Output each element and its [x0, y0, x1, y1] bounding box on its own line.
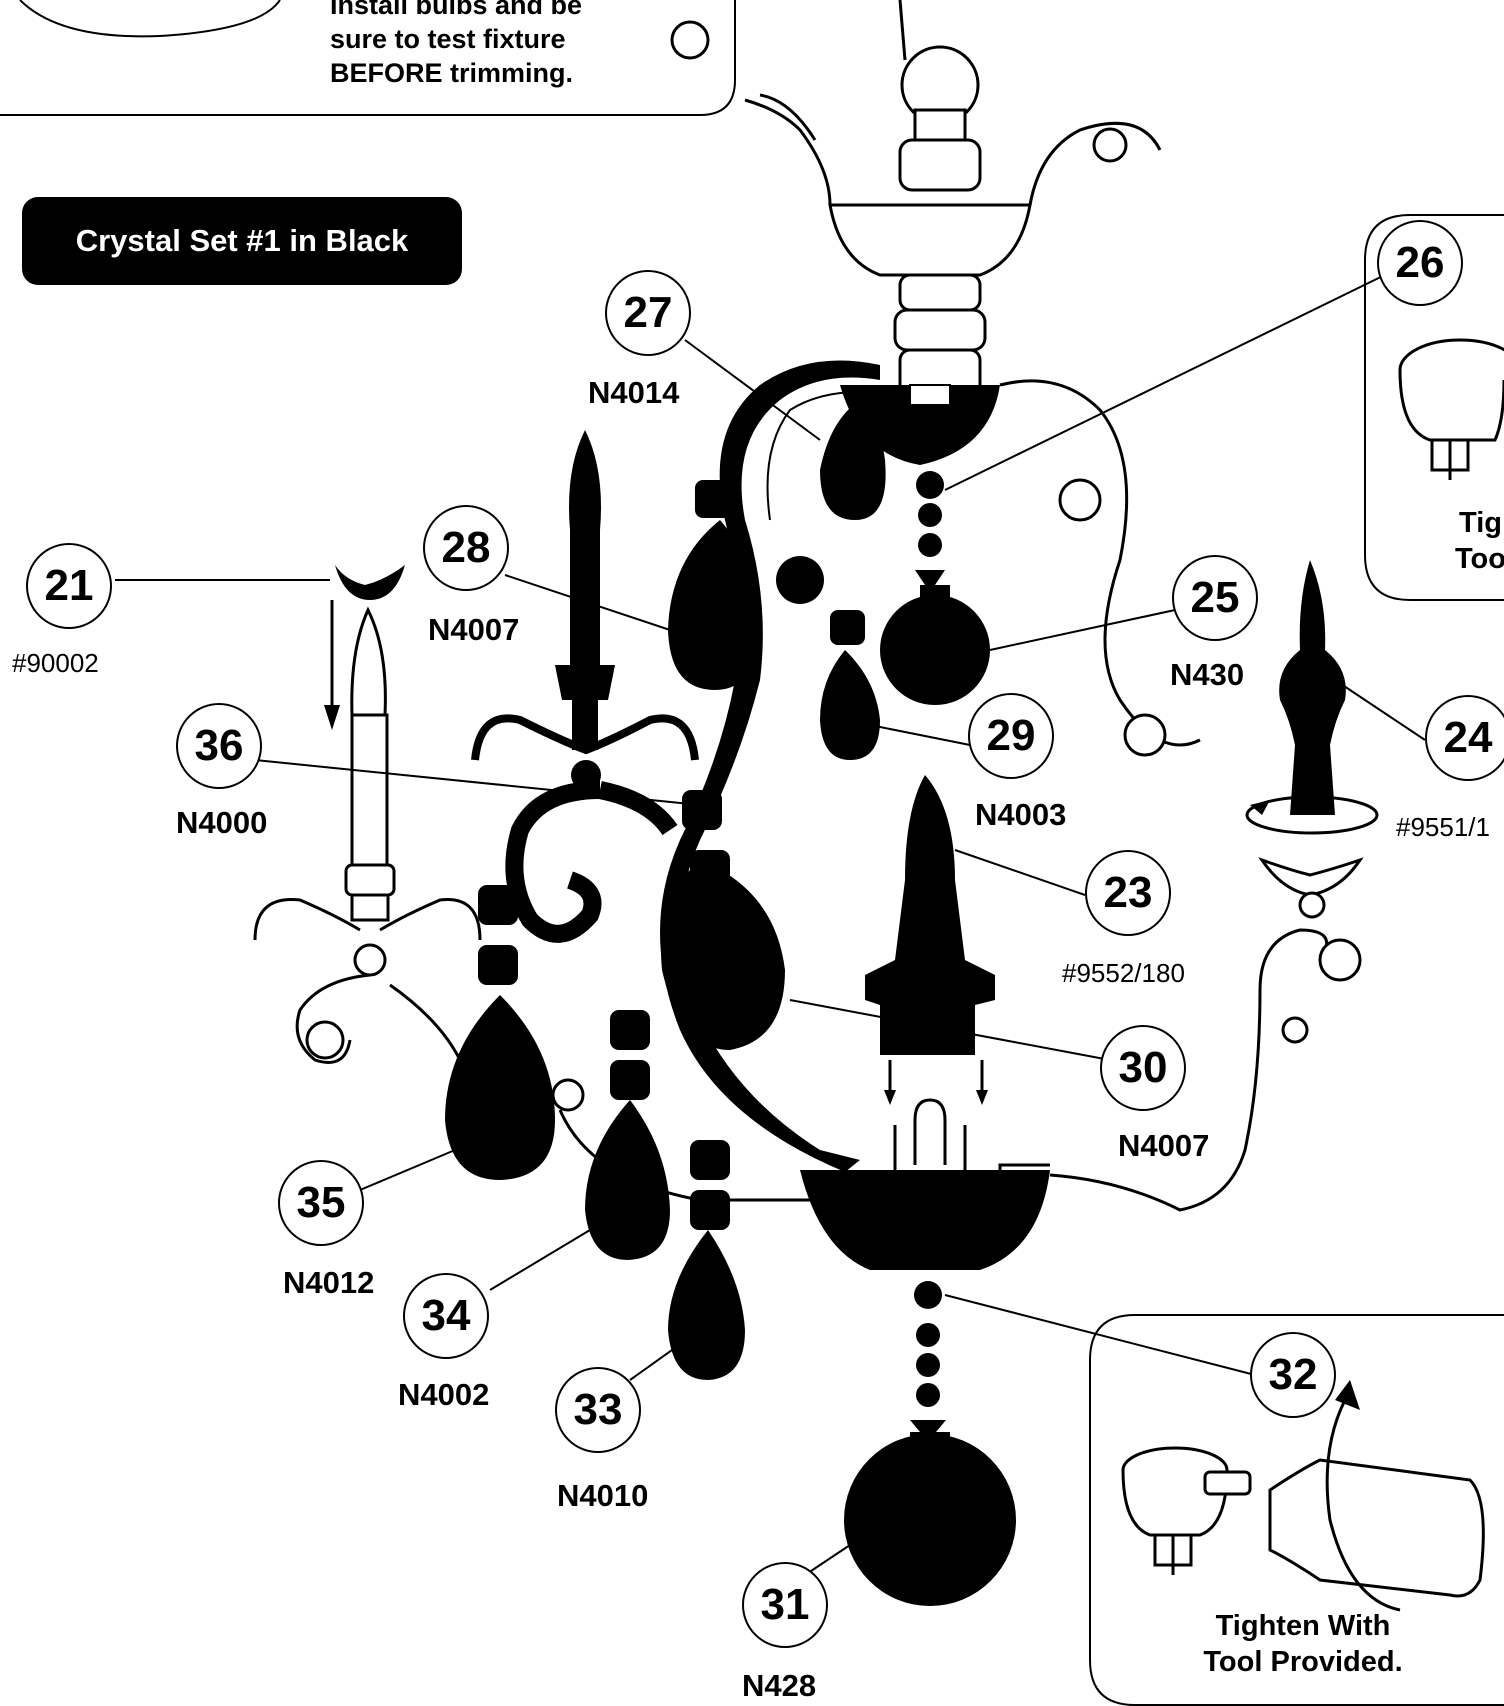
tool-note-top-line: Too — [1455, 543, 1504, 575]
callout-33: 33 — [555, 1367, 641, 1453]
part-code-36: N4000 — [176, 805, 268, 840]
ball-n428 — [844, 1434, 1016, 1606]
drop-n4002 — [585, 1100, 670, 1260]
tool-note-bottom: Tighten With Tool Provided. — [1188, 1608, 1418, 1680]
lower-cup — [800, 1170, 1050, 1270]
top-note-line: BEFORE trimming. — [330, 58, 574, 88]
callout-31: 31 — [742, 1562, 828, 1648]
part-code-33: N4010 — [557, 1478, 649, 1513]
part-code-31: N428 — [742, 1668, 817, 1703]
socket-illustration-bottom — [1121, 1399, 1485, 1612]
callout-28: 28 — [423, 505, 509, 591]
bobeche-21 — [335, 565, 405, 600]
rosette — [1092, 127, 1128, 163]
drop-n4003 — [820, 650, 880, 760]
callout-36: 36 — [176, 703, 262, 789]
center-chain-upper — [915, 471, 945, 585]
callout-26: 26 — [1377, 220, 1463, 306]
part-code-30: N4007 — [1118, 1128, 1210, 1163]
socket-illustration-top — [1398, 338, 1504, 480]
callout-34: 34 — [403, 1273, 489, 1359]
bulb-socket — [893, 1098, 967, 1170]
rosette — [1318, 938, 1362, 982]
rosette — [1123, 713, 1167, 757]
left-black-curl — [505, 781, 602, 943]
tool-note-top: Tig Too — [1455, 505, 1504, 577]
part-code-28: N4007 — [428, 612, 520, 647]
octagon-chain-left — [478, 885, 518, 985]
note-box-outline — [0, 0, 736, 116]
right-lower-arm — [1049, 928, 1329, 1212]
upper-cup-collar — [909, 384, 951, 406]
ball-n430 — [880, 595, 990, 705]
tool-box-bottom-outline — [1089, 1314, 1504, 1706]
rosette-black — [776, 556, 824, 604]
part-code-29: N4003 — [975, 797, 1067, 832]
black-candle — [555, 430, 615, 790]
upper-arms — [744, 93, 1162, 206]
finial-base-plate — [1245, 795, 1379, 835]
outline-candle — [344, 606, 396, 977]
part-code-25: N430 — [1170, 657, 1245, 692]
lower-chain — [910, 1281, 946, 1432]
top-note-line: Install bulbs and be — [330, 0, 583, 20]
partial-oval — [19, 0, 281, 38]
leader-lines — [115, 269, 1426, 1586]
tool-note-bottom-line: Tool Provided. — [1203, 1646, 1403, 1678]
right-bobeche — [1258, 857, 1364, 897]
part-code-24: #9551/1 — [1396, 812, 1490, 842]
callout-29: 29 — [968, 693, 1054, 779]
rosette — [1058, 478, 1102, 522]
drop-n4010 — [668, 1230, 745, 1380]
callout-27: 27 — [605, 270, 691, 356]
rosette — [305, 1020, 345, 1060]
part-code-21: #90002 — [12, 648, 99, 678]
center-column — [828, 0, 1032, 397]
callout-23: 23 — [1085, 850, 1171, 936]
crystal-set-badge: Crystal Set #1 in Black — [22, 197, 462, 285]
tool-box-top-outline — [1364, 214, 1504, 601]
callout-25: 25 — [1172, 555, 1258, 641]
part-code-35: N4012 — [283, 1265, 375, 1300]
top-note: Install bulbs and be sure to test fixtur… — [330, 0, 582, 90]
callout-24: 24 — [1425, 695, 1504, 781]
drop-n4014 — [820, 400, 886, 520]
part-code-34: N4002 — [398, 1377, 490, 1412]
finial-9552 — [865, 775, 995, 1055]
callout-21: 21 — [26, 543, 112, 629]
finial-9551 — [1279, 560, 1346, 815]
rosette — [670, 20, 710, 60]
callout-35: 35 — [278, 1160, 364, 1246]
part-code-27: N4014 — [588, 375, 680, 410]
tool-note-top-line: Tig — [1459, 507, 1502, 539]
rosette — [551, 1078, 585, 1112]
drop-n4007-upper — [668, 520, 760, 690]
part-code-23: #9552/180 — [1062, 958, 1185, 988]
callout-30: 30 — [1100, 1025, 1186, 1111]
black-candle-arms — [471, 714, 699, 761]
upper-octagon-chain — [695, 480, 865, 645]
tool-note-bottom-line: Tighten With — [1215, 1610, 1391, 1642]
outline-candle-arms — [253, 898, 482, 941]
outline-lower-arm — [295, 973, 521, 1092]
top-note-line: sure to test fixture — [330, 24, 566, 54]
drop-n4007-mid — [661, 860, 785, 1050]
rosette — [1281, 1016, 1309, 1044]
callout-32: 32 — [1250, 1332, 1336, 1418]
